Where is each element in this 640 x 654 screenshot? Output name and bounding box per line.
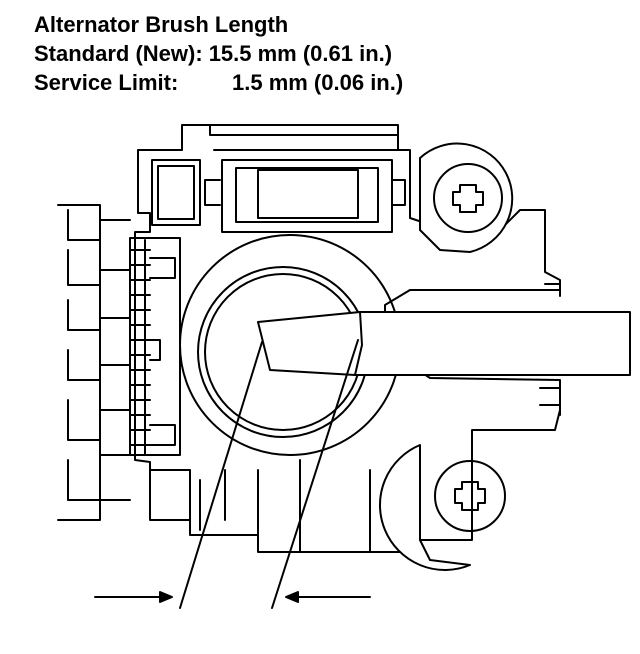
phillips-screw-icon (453, 185, 483, 212)
upper-slot-mid (236, 168, 378, 222)
spec-header: Alternator Brush Length Standard (New): … (34, 10, 594, 97)
top-rail (210, 125, 398, 135)
standard-value: 15.5 mm (0.61 in.) (208, 41, 393, 66)
page-title: Alternator Brush Length (34, 12, 289, 37)
left-pins (58, 205, 100, 520)
service-limit-row: Service Limit: 1.5 mm (0.06 in.) (34, 68, 594, 97)
measure-line-left (180, 342, 262, 608)
upper-slot-cap (205, 180, 220, 205)
service-limit-label: Service Limit: (34, 70, 179, 95)
upper-slot-outer (222, 160, 392, 232)
service-limit-value: 1.5 mm (0.06 in.) (232, 70, 404, 95)
brush-block (258, 312, 630, 375)
right-lug-lower (380, 445, 470, 570)
measure-line-right (272, 340, 358, 608)
standard-label: Standard (New): (34, 41, 203, 66)
standard-spec-row: Standard (New): 15.5 mm (0.61 in.) (34, 39, 594, 68)
phillips-screw-icon (455, 482, 485, 510)
right-steps (540, 284, 560, 415)
comb-connector (130, 238, 180, 455)
lower-block (150, 470, 190, 520)
left-block (152, 160, 200, 225)
upper-slot-inner (258, 170, 358, 218)
